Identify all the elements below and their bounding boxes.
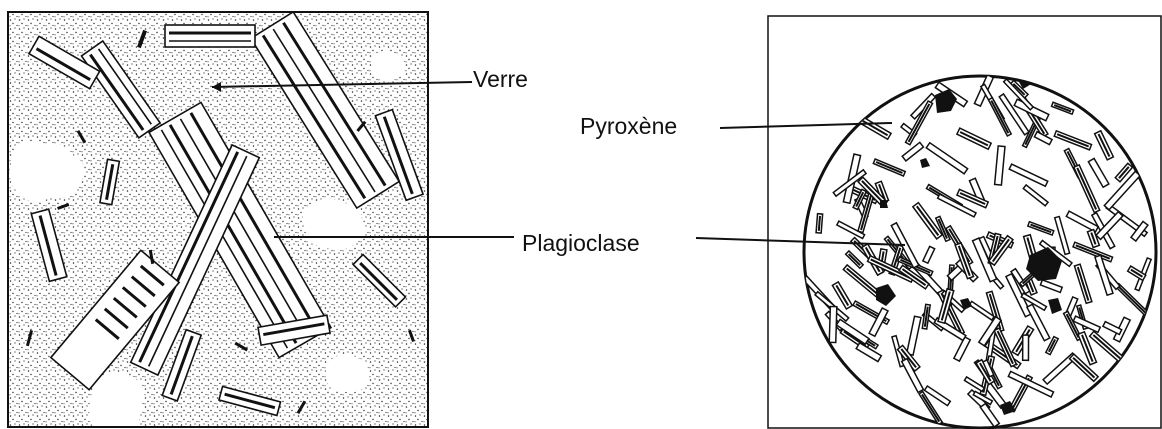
label-plagioclase: Plagioclase xyxy=(522,232,640,255)
label-pyroxene: Pyroxène xyxy=(580,115,677,138)
microlite-lath xyxy=(829,307,837,343)
microlite-lath xyxy=(1023,335,1029,360)
label-verre: Verre xyxy=(473,68,528,91)
microlite-lath xyxy=(816,214,823,233)
microlitic-texture-panel xyxy=(768,16,1161,428)
glassy-texture-panel xyxy=(8,12,428,427)
